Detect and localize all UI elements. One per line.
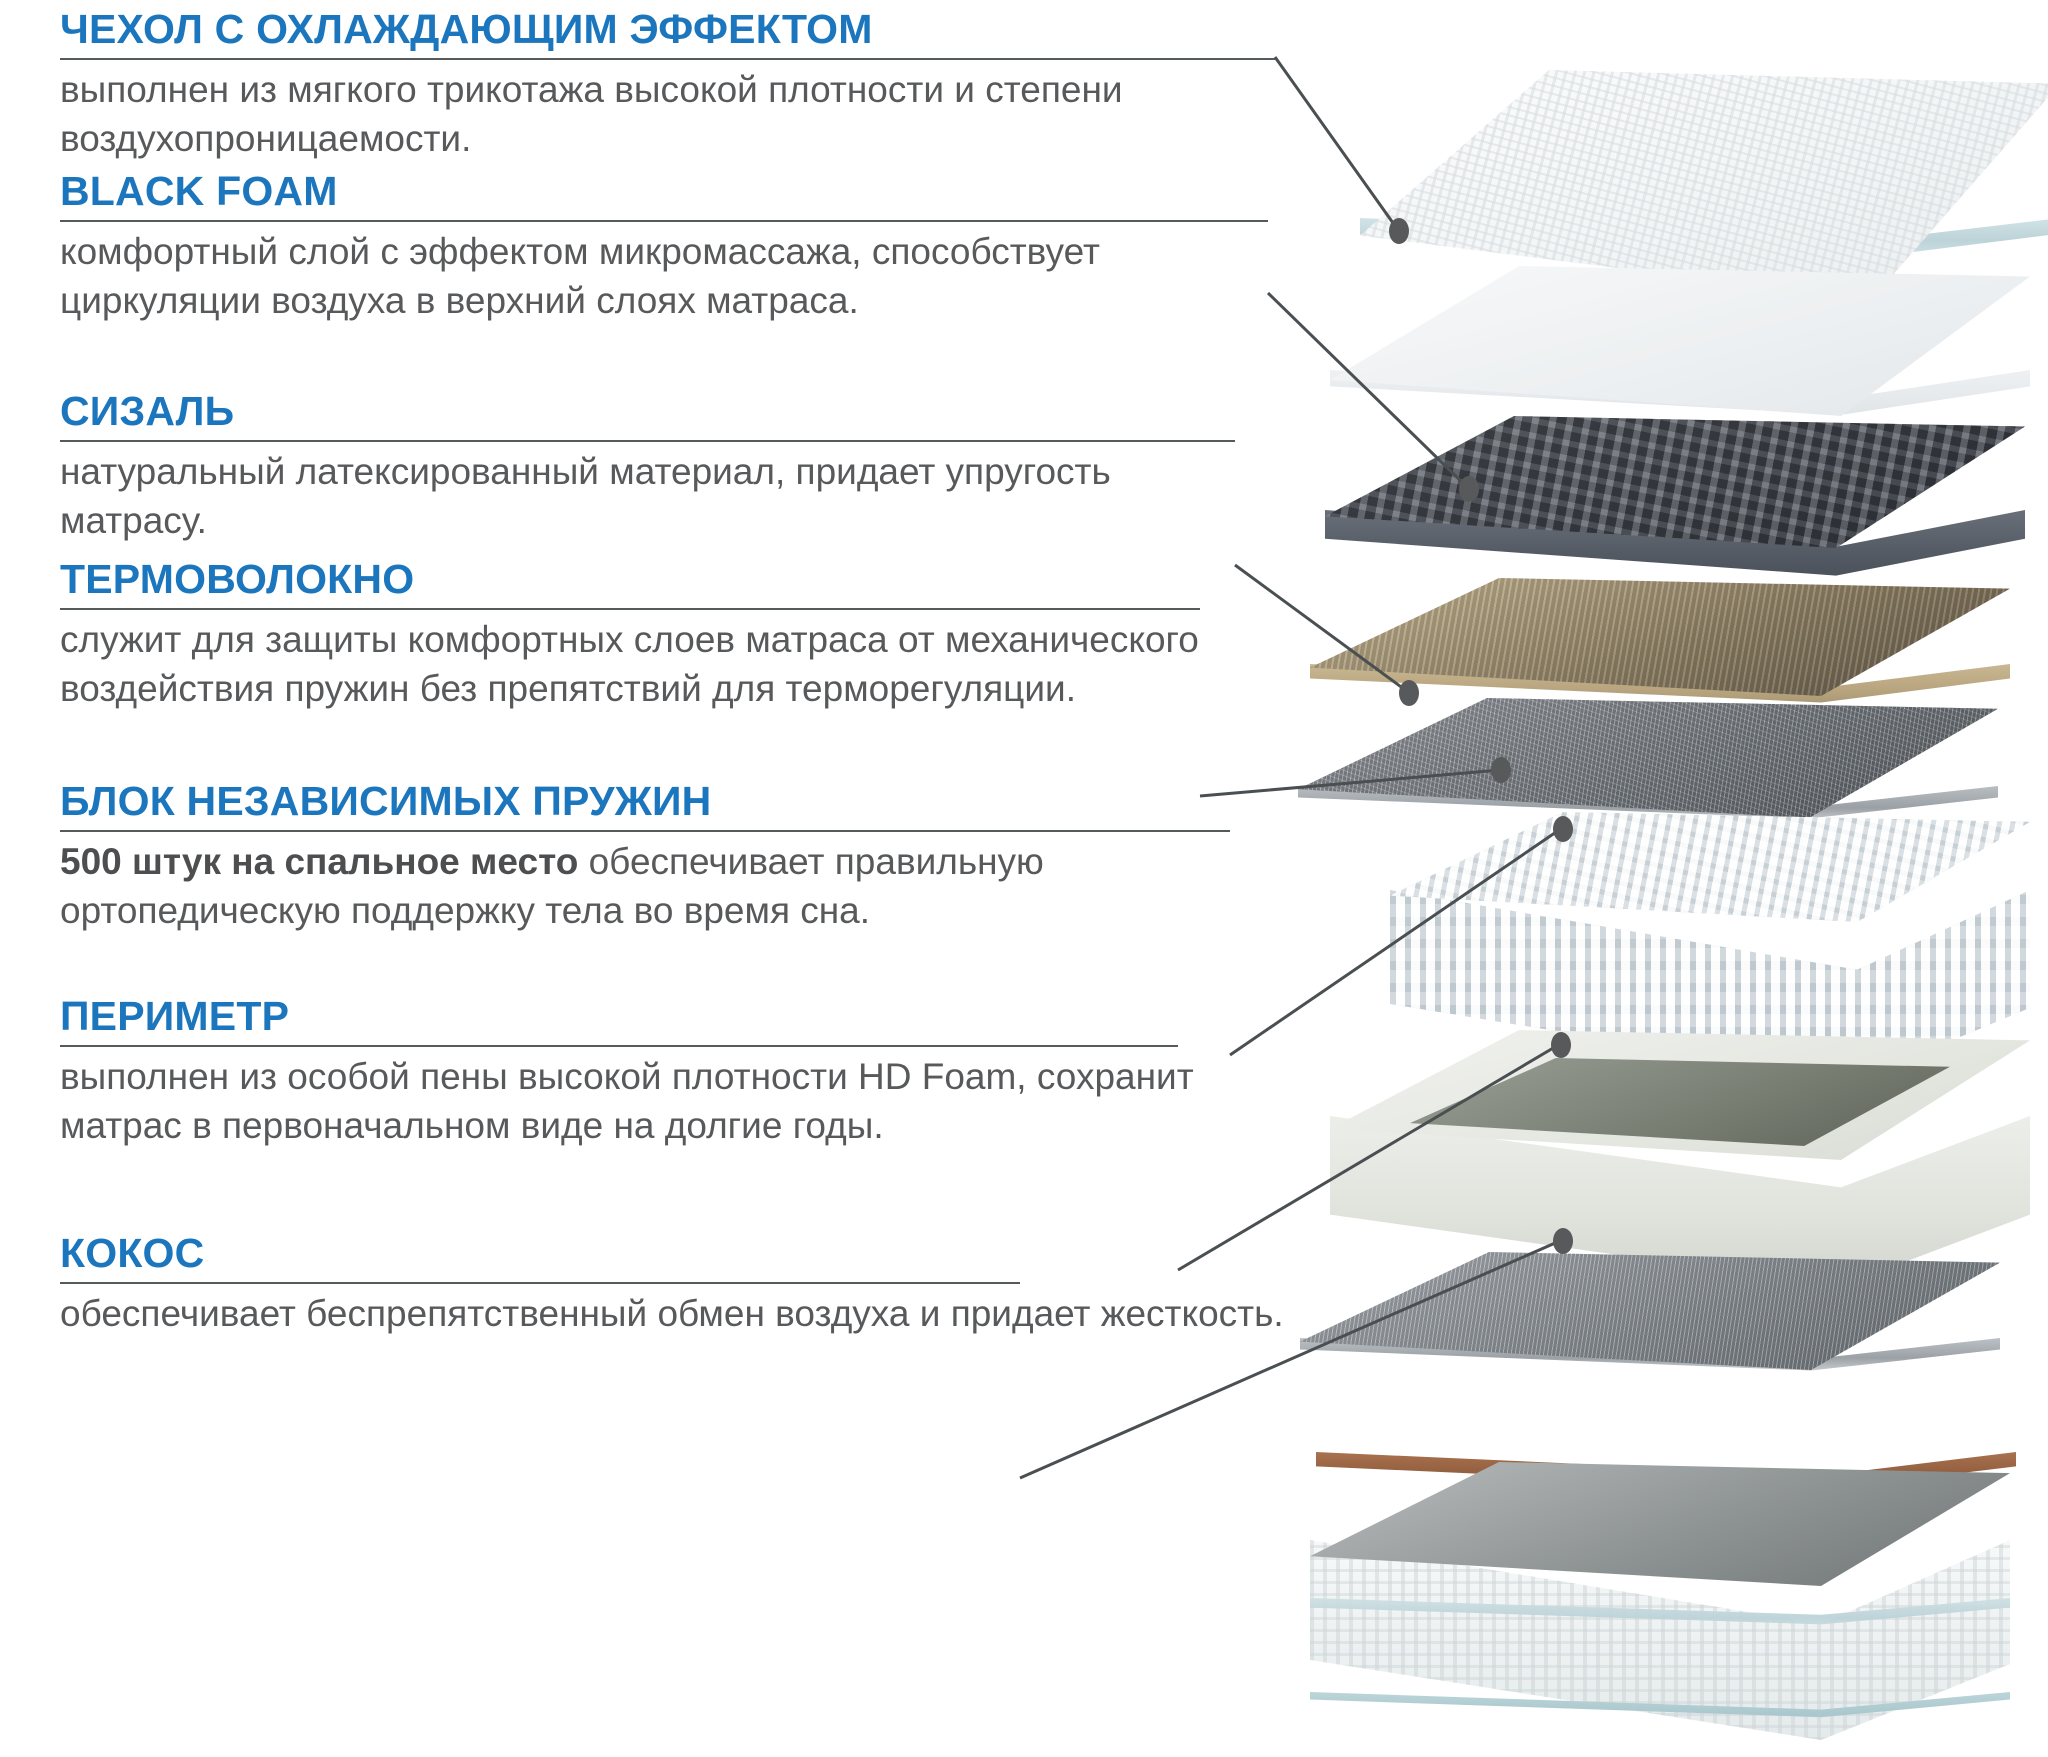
leader-line-sisal: [1234, 563, 1409, 694]
exploded-mattress-illustration: [1270, 70, 2048, 1740]
section-divider-perimeter: [60, 1044, 1178, 1047]
section-divider-coconut: [60, 1281, 1020, 1284]
section-body-thermo-fiber: служит для защиты комфортных слоев матра…: [60, 618, 1199, 709]
section-divider-black-foam: [60, 219, 1268, 222]
section-divider-cooling-cover: [60, 57, 1275, 60]
section-title-black-foam: BLACK FOAM: [60, 168, 338, 214]
section-divider-thermo-fiber: [60, 607, 1200, 610]
section-title-perimeter: ПЕРИМЕТР: [60, 993, 290, 1039]
section-body-cooling-cover: выполнен из мягкого трикотажа высокой пл…: [60, 68, 1123, 159]
section-independent-springs: БЛОК НЕЗАВИСИМЫХ ПРУЖИН 500 штук на спал…: [60, 780, 1280, 935]
leader-dot-coconut: [1553, 1228, 1573, 1254]
leader-line-cooling-cover: [1273, 56, 1400, 231]
leader-dot-thermo-fiber: [1491, 757, 1511, 783]
leader-line-black-foam: [1266, 291, 1470, 490]
section-body-highlight-springs: 500 штук на спальное место: [60, 840, 579, 882]
leader-dot-perimeter: [1551, 1032, 1571, 1058]
section-body-coconut: обеспечивает беспрепятственный обмен воз…: [60, 1292, 1284, 1334]
leader-line-springs: [1229, 826, 1563, 1057]
leader-dot-sisal: [1399, 680, 1419, 706]
leader-line-coconut: [1019, 1238, 1563, 1480]
section-cooling-cover: ЧЕХОЛ С ОХЛАЖДАЮЩИМ ЭФФЕКТОМ выполнен из…: [60, 8, 1280, 163]
section-body-independent-springs: 500 штук на спальное место обеспечивает …: [60, 837, 1210, 935]
section-body-sisal: натуральный латексированный материал, пр…: [60, 450, 1111, 541]
section-body-perimeter: выполнен из особой пены высокой плотност…: [60, 1055, 1194, 1146]
section-sisal: СИЗАЛЬ натуральный латексированный матер…: [60, 390, 1280, 545]
leader-line-thermo-fiber: [1199, 768, 1501, 798]
section-divider-independent-springs: [60, 829, 1230, 832]
section-body-rest-springs: обеспечивает правильную ортопедическую п…: [60, 840, 1044, 931]
section-coconut: КОКОС обеспечивает беспрепятственный обм…: [60, 1230, 1284, 1338]
leader-line-perimeter: [1177, 1042, 1561, 1272]
leader-dot-springs: [1553, 816, 1573, 842]
leader-dot-black-foam: [1459, 476, 1479, 502]
section-title-cooling-cover: ЧЕХОЛ С ОХЛАЖДАЮЩИМ ЭФФЕКТОМ: [60, 6, 873, 52]
section-title-thermo-fiber: ТЕРМОВОЛОКНО: [60, 556, 415, 602]
section-divider-sisal: [60, 439, 1235, 442]
section-thermo-fiber: ТЕРМОВОЛОКНО служит для защиты комфортны…: [60, 558, 1280, 713]
section-title-coconut: КОКОС: [60, 1230, 205, 1276]
section-perimeter: ПЕРИМЕТР выполнен из особой пены высокой…: [60, 995, 1280, 1150]
leader-dot-cooling-cover: [1389, 218, 1409, 244]
section-title-independent-springs: БЛОК НЕЗАВИСИМЫХ ПРУЖИН: [60, 778, 712, 824]
section-body-black-foam: комфортный слой с эффектом микромассажа,…: [60, 230, 1100, 321]
section-black-foam: BLACK FOAM комфортный слой с эффектом ми…: [60, 170, 1280, 325]
section-title-sisal: СИЗАЛЬ: [60, 388, 235, 434]
